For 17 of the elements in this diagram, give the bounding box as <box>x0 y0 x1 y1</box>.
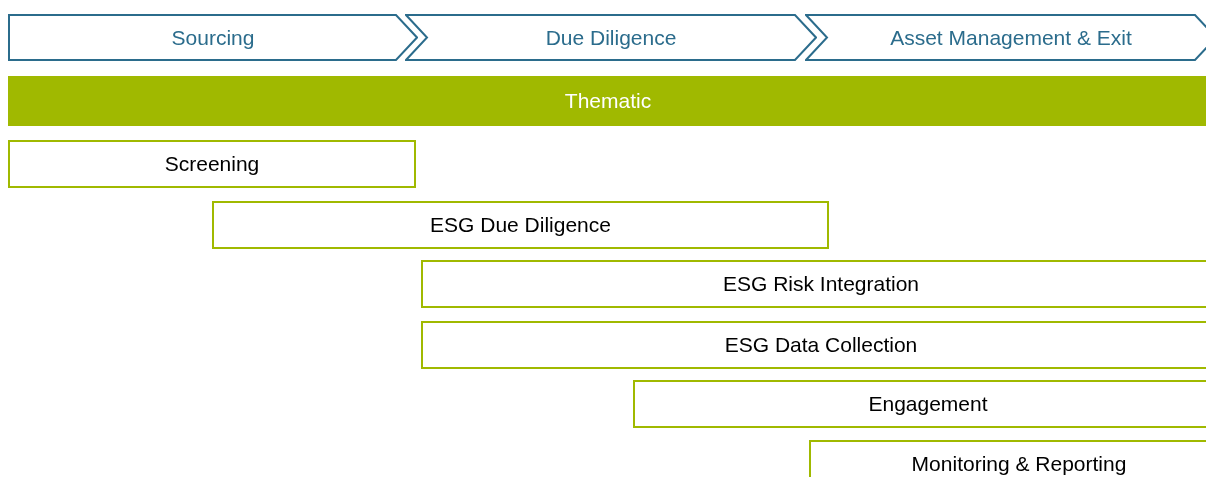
activity-bar <box>809 440 1206 477</box>
activity-label: Screening <box>164 151 260 178</box>
activity-label: Engagement <box>868 391 988 418</box>
activity-bar <box>212 201 829 249</box>
phase-label: Sourcing <box>171 24 255 51</box>
activity-label: ESG Data Collection <box>724 332 918 359</box>
activity-label: Monitoring & Reporting <box>911 451 1127 477</box>
theme-band <box>8 76 1206 126</box>
activity-label: ESG Risk Integration <box>722 271 920 298</box>
activity-bar <box>8 140 416 188</box>
phase-label: Asset Management & Exit <box>890 24 1132 51</box>
activity-bar <box>421 321 1206 369</box>
band-label: Thematic <box>564 88 652 115</box>
activity-label: ESG Due Diligence <box>430 212 611 239</box>
phase-label: Due Diligence <box>545 24 677 51</box>
activity-bar <box>633 380 1206 428</box>
activity-bar <box>421 260 1206 308</box>
